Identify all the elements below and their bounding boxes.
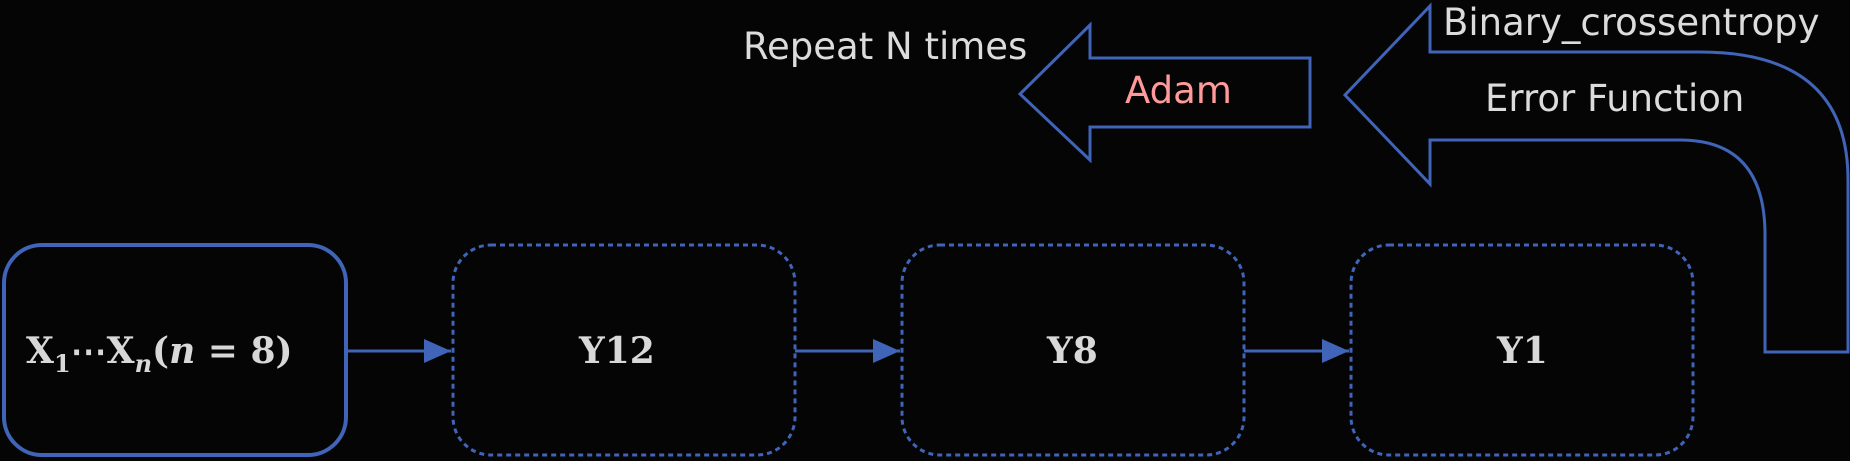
input-subscript-first: 1: [53, 349, 71, 378]
loss-name-label: Binary_crossentropy: [1443, 1, 1820, 44]
output-label: Y1: [1497, 330, 1548, 372]
optimizer-arrow: [1017, 21, 1312, 164]
optimizer-label: Adam: [1125, 69, 1232, 112]
repeat-label: Repeat N times: [743, 25, 1028, 68]
input-count-var: n: [169, 330, 196, 372]
input-node-label: X1⋯Xn(n = 8): [26, 330, 293, 376]
input-subscript-last: n: [134, 349, 153, 378]
input-count-value: = 8): [195, 330, 293, 372]
input-paren: (: [152, 330, 170, 372]
input-symbol: X: [26, 330, 54, 372]
error-feedback-arrow: [1342, 2, 1850, 354]
loss-type-label: Error Function: [1485, 77, 1745, 120]
input-symbol-last: X: [106, 330, 135, 372]
layer2-box: [900, 243, 1246, 457]
layer2-label: Y8: [1047, 330, 1098, 372]
layer1-box: [451, 243, 797, 457]
layer1-label: Y12: [579, 330, 655, 372]
input-ellipsis: ⋯: [70, 330, 107, 372]
output-box: [1349, 243, 1695, 457]
